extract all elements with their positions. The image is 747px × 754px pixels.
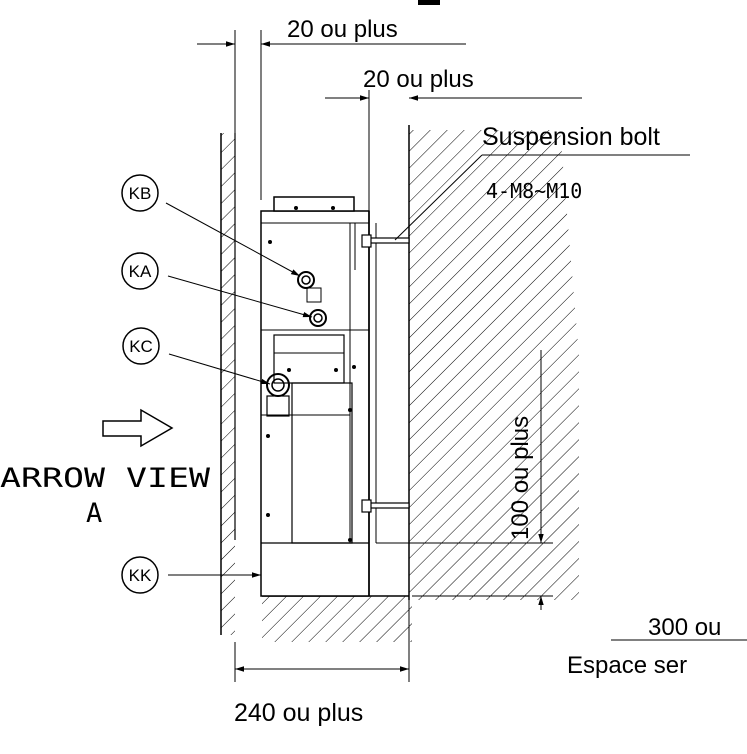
suspension-bolts	[361, 234, 410, 513]
callout-ka-text: KA	[129, 262, 152, 281]
dim-width-label: 240 ou plus	[234, 699, 363, 727]
left-wall	[220, 133, 236, 635]
right-wall	[408, 125, 747, 605]
callout-ka: KA	[121, 252, 313, 318]
callout-kb: KB	[121, 174, 301, 277]
dim-top-right-label: 20 ou plus	[363, 66, 474, 93]
callout-kb-text: KB	[129, 184, 152, 203]
dim-width	[234, 600, 410, 682]
callout-kk-text: KK	[129, 566, 152, 585]
dim-bottom-vertical	[376, 350, 553, 610]
indoor-unit	[260, 196, 377, 597]
arrow-view-letter: A	[86, 498, 102, 529]
dim-top-left	[197, 30, 466, 200]
dim-top-right	[325, 90, 582, 211]
dim-top-left-label: 20 ou plus	[287, 16, 398, 43]
front-clearance-label: 300 ou	[648, 614, 721, 641]
callout-kc: KC	[122, 327, 271, 385]
suspension-leader	[394, 154, 483, 241]
suspension-bolt-spec: 4-M8~M10	[486, 179, 582, 203]
arrow-view-label: ARROW VIEW	[0, 463, 211, 494]
dim-bottom-vertical-label: 100 ou plus	[507, 416, 534, 540]
callout-kk: KK	[121, 556, 261, 594]
suspension-bolt-label: Suspension bolt	[482, 123, 660, 151]
bottom-wall	[262, 595, 412, 642]
arrow-view-icon	[102, 408, 174, 448]
service-space-label: Espace ser	[567, 652, 687, 679]
callout-kc-text: KC	[129, 337, 153, 356]
clipped-heading-fragment	[418, 0, 440, 5]
